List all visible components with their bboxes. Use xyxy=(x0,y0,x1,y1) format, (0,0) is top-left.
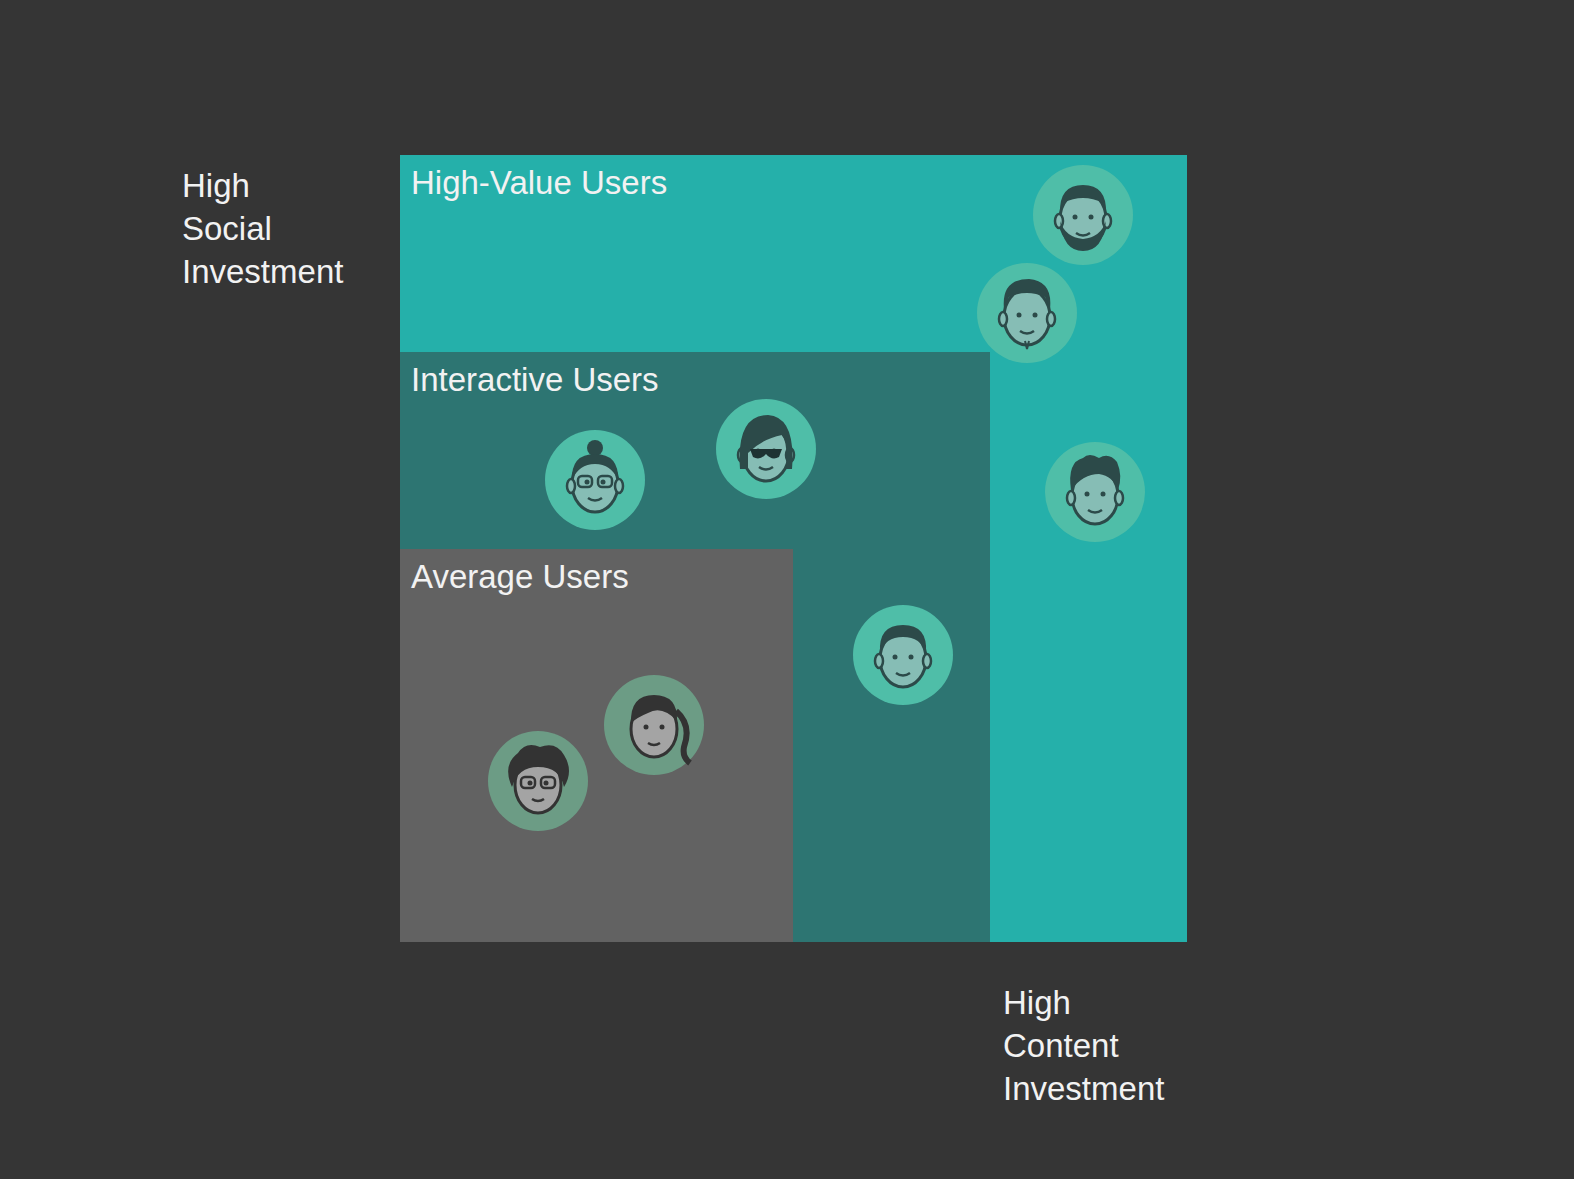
axis-label: High Content Investment xyxy=(1003,981,1164,1110)
high-value-region: High-Value UsersInteractive UsersAverage… xyxy=(400,155,1187,942)
interactive-region: Interactive UsersAverage Users xyxy=(400,352,990,942)
average-region: Average Users xyxy=(400,549,793,942)
region-title: High-Value Users xyxy=(400,155,667,203)
axis-label: High Social Investment xyxy=(182,164,343,293)
region-title: Average Users xyxy=(400,549,629,597)
region-title: Interactive Users xyxy=(400,352,659,400)
